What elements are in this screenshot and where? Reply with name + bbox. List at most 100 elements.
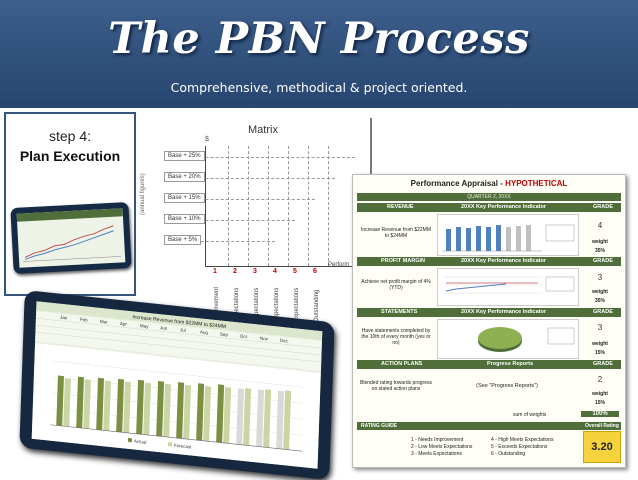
base-line [165,157,355,158]
section-header-action-plans: ACTION PLANS Progress Reports GRADE [357,360,621,369]
tablet-month-label: May [140,323,149,329]
small-chart-thumbnail [16,208,123,262]
tablet-legend-forecast: Forecast [174,443,192,450]
level-line [228,146,229,266]
tablet-month-label: Sep [220,331,229,337]
matrix-y-label: (annual figures) [140,173,146,215]
report-title-hypothetical: HYPOTHETICAL [505,179,568,188]
section-name: REVENUE [387,204,414,210]
base-label: Base + 20% [164,172,205,182]
weight-value: 15% [594,350,605,356]
level-number: 1 [213,268,217,275]
report-title-text: Performance Appraisal - [410,179,506,188]
step-number: step 4: [48,128,92,144]
tablet-legend-actual: Actual [134,439,147,445]
section-header-revenue: REVENUE 20XX Key Performance Indicator G… [357,203,621,212]
section-description: Blended rating towards progress on state… [360,380,432,392]
section-description: Have statements completed by the 10th of… [361,328,431,346]
small-tablet-image [10,201,132,275]
grade-header: GRADE [593,204,613,210]
section-grade: 2 [597,375,603,384]
section-header-statements: STATEMENTS 20XX Key Performance Indicato… [357,308,621,317]
base-label: Base + 25% [164,151,205,161]
statements-chart [437,319,579,359]
matrix-title: Matrix [248,124,278,136]
level-number: 4 [273,268,277,275]
connector-line [370,118,372,178]
matrix-x-caption: Perform [328,262,350,268]
rating-guide-label: RATING GUIDE [361,423,398,429]
overall-rating-label: Overall Rating [585,423,619,429]
rating-guide-item: 6 - Outstanding [491,451,526,457]
section-name: PROFIT MARGIN [381,258,425,264]
performance-appraisal-report: Performance Appraisal - HYPOTHETICAL QUA… [352,174,626,468]
rating-guide-header: RATING GUIDE Overall Rating [357,422,621,430]
weight-label: weight [592,341,608,347]
section-chart-title: 20XX Key Performance Indicator [461,204,546,210]
slide-subtitle: Comprehensive, methodical & project orie… [170,80,468,95]
section-grade: 3 [597,273,603,282]
level-line [288,146,289,266]
grade-header: GRADE [593,258,613,264]
large-tablet-image: Increase Revenue from $22MM to $24MM Jan… [19,289,335,480]
section-chart-title: 20XX Key Performance Indicator [461,258,546,264]
report-quarter: QUARTER 2, 20XX [357,193,621,201]
sum-of-weights-value: 100% [581,411,619,417]
tablet-month-label: Jul [180,327,186,333]
tablet-month-label: Mar [100,319,108,325]
rating-guide-list-a: 1 - Needs Improvement 2 - Low Meets Expe… [411,437,472,458]
level-line [248,146,249,266]
overall-rating-value: 3.20 [583,431,621,463]
base-label: Base + 5% [164,235,202,245]
level-line [328,146,329,266]
sum-of-weights-label: sum of weights [513,412,547,418]
section-header-profit: PROFIT MARGIN 20XX Key Performance Indic… [357,257,621,266]
tablet-month-label: Dec [280,338,289,344]
grade-header: GRADE [593,361,613,367]
rating-guide-item: 2 - Low Meets Expectations [411,444,473,450]
level-number: 2 [233,268,237,275]
tablet-month-label: Jun [160,325,168,331]
base-line [165,241,275,242]
section-chart-title: Progress Reports [487,361,534,367]
tablet-month-label: Nov [260,336,269,342]
revenue-chart [437,214,579,256]
grade-header: GRADE [593,309,613,315]
level-category: Outstanding [314,289,320,322]
weight-value: 35% [594,248,605,254]
weight-value: 35% [594,298,605,304]
base-line [165,178,335,179]
tablet-month-label: Feb [80,317,88,323]
section-chart-title: 20XX Key Performance Indicator [461,309,546,315]
profit-chart [437,268,579,306]
tablet-bar-chart: Increase Revenue from $22MM to $24MM Jan… [31,301,323,469]
section-description: Increase Revenue from $22MM to $24MM [360,227,432,239]
base-line [165,220,295,221]
tablet-month-label: Aug [200,329,209,335]
tablet-month-label: Oct [240,334,248,340]
title-banner: The PBN Process Comprehensive, methodica… [0,0,638,108]
section-description: Achieve net profit margin of 4% (YTD) [361,279,431,291]
level-number: 6 [313,268,317,275]
section-name: STATEMENTS [381,309,418,315]
section-grade: 4 [597,221,603,230]
weight-label: weight [592,391,608,397]
weight-label: weight [592,239,608,245]
matrix-x-axis [205,266,355,267]
rating-guide-item: 1 - Needs Improvement [411,437,464,443]
slide-title: The PBN Process [108,14,530,64]
tablet-month-label: Jan [60,315,68,321]
progress-reports-note: (See "Progress Reports") [476,383,538,389]
base-label: Base + 10% [164,214,205,224]
rating-guide-item: 5 - Exceeds Expectations [491,444,548,450]
matrix-currency: $ [205,136,209,143]
level-line [268,146,269,266]
rating-guide-list-b: 4 - High Meets Expectations 5 - Exceeds … [491,437,554,458]
base-line [165,199,315,200]
weight-value: 15% [594,400,605,406]
level-number: 5 [293,268,297,275]
level-category: Expectations [294,287,300,322]
progress-reports-box: (See "Progress Reports") [437,371,577,407]
step-name: Plan Execution [19,148,121,164]
section-grade: 3 [597,323,603,332]
